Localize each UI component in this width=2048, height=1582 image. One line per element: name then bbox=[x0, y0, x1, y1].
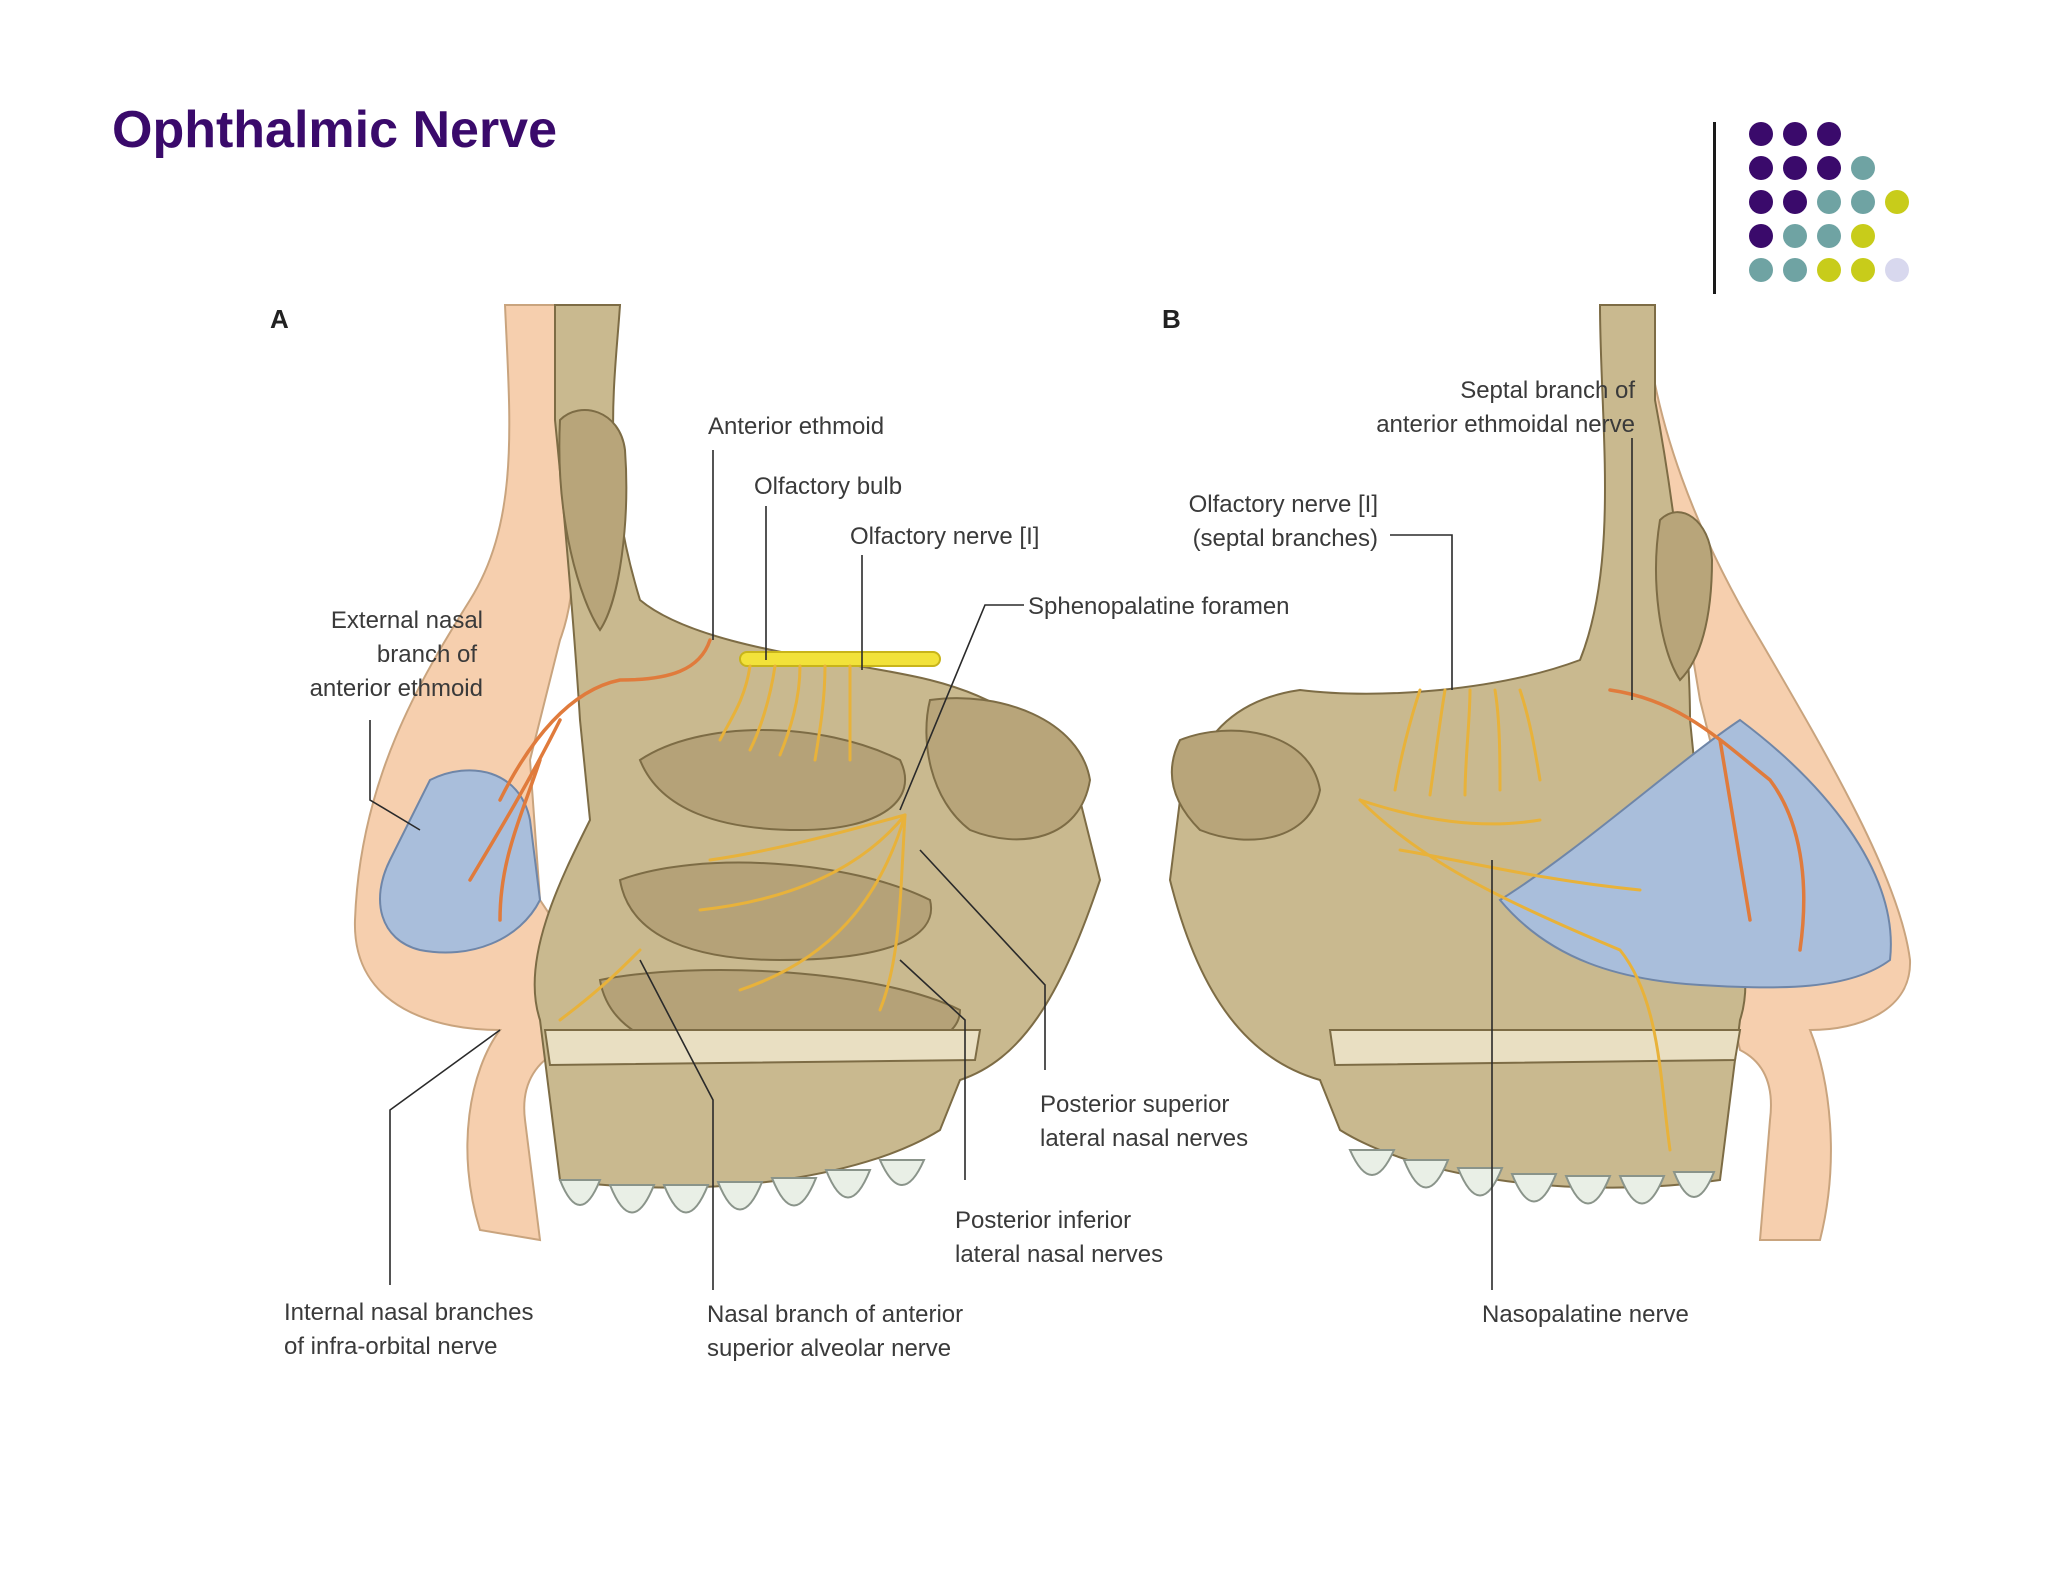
dot bbox=[1817, 156, 1841, 180]
panel-b-olfactory-septal-fibres bbox=[1393, 688, 1542, 797]
title-divider bbox=[1713, 122, 1716, 294]
label-nasal-branch-line1: Nasal branch of anterior bbox=[707, 1301, 963, 1328]
dot bbox=[1749, 156, 1773, 180]
panel-b-teeth bbox=[1348, 1149, 1716, 1205]
dot bbox=[1885, 190, 1909, 214]
dot bbox=[1851, 156, 1875, 180]
label-sphenopalatine-foramen: Sphenopalatine foramen bbox=[1028, 593, 1290, 620]
label-internal-nasal-line2: of infra-orbital nerve bbox=[284, 1333, 497, 1360]
panel-a-anterior-ethmoid-nerve bbox=[468, 638, 712, 922]
dot bbox=[1783, 122, 1807, 146]
panel-label-b: B bbox=[1162, 304, 1181, 334]
label-olfactory-nerve-a: Olfactory nerve [I] bbox=[850, 523, 1039, 550]
label-anterior-ethmoid: Anterior ethmoid bbox=[708, 413, 884, 440]
slide-title: Ophthalmic Nerve bbox=[112, 101, 558, 159]
panel-a-olfactory-fibres bbox=[718, 664, 852, 762]
label-external-nasal-line2: branch of bbox=[377, 641, 477, 668]
dot bbox=[1851, 258, 1875, 282]
panel-b-palate bbox=[1328, 1029, 1742, 1067]
panel-a-sphenoid bbox=[925, 697, 1092, 841]
panel-a-middle-turbinate bbox=[618, 861, 933, 962]
panel-label-a: A bbox=[270, 304, 289, 334]
panel-a-lateral-nasal-nerves bbox=[558, 813, 907, 1022]
dot bbox=[1851, 190, 1875, 214]
panel-b-septal-ethmoidal-nerve bbox=[1608, 688, 1806, 952]
label-post-sup-line2: lateral nasal nerves bbox=[1040, 1125, 1248, 1152]
dot bbox=[1817, 258, 1841, 282]
panel-a-teeth bbox=[558, 1159, 926, 1214]
label-septal-branch-line1: Septal branch of bbox=[1460, 377, 1635, 404]
dot bbox=[1817, 190, 1841, 214]
dot bbox=[1783, 156, 1807, 180]
figure-labels: A B Anterior ethmoid Olfactory bulb Olfa… bbox=[270, 304, 1689, 1362]
decorative-dot-grid bbox=[1749, 122, 1929, 297]
dot bbox=[1885, 258, 1909, 282]
leader-lines bbox=[369, 438, 1633, 1290]
dot bbox=[1749, 122, 1773, 146]
label-septal-branch-line2: anterior ethmoidal nerve bbox=[1376, 411, 1635, 438]
dot bbox=[1783, 258, 1807, 282]
panel-a-palate bbox=[543, 1029, 982, 1067]
dot bbox=[1783, 224, 1807, 248]
panel-a-olfactory-bulb bbox=[739, 651, 941, 667]
dot bbox=[1749, 190, 1773, 214]
panel-b-nasopalatine-nerve bbox=[1358, 798, 1672, 1152]
dot bbox=[1851, 224, 1875, 248]
dot bbox=[1783, 190, 1807, 214]
label-nasal-branch-line2: superior alveolar nerve bbox=[707, 1335, 951, 1362]
label-post-inf-line1: Posterior inferior bbox=[955, 1207, 1131, 1234]
panel-a-superior-turbinate bbox=[638, 729, 906, 832]
panel-b-frontal-sinus bbox=[1655, 511, 1714, 682]
label-post-sup-line1: Posterior superior bbox=[1040, 1091, 1229, 1118]
label-olfactory-septal-line2: (septal branches) bbox=[1193, 525, 1378, 552]
panel-b-illustration bbox=[1168, 304, 1912, 1241]
panel-b-sphenoid bbox=[1170, 729, 1322, 841]
label-internal-nasal-line1: Internal nasal branches bbox=[284, 1299, 534, 1326]
label-olfactory-bulb: Olfactory bulb bbox=[754, 473, 902, 500]
dot bbox=[1817, 224, 1841, 248]
panel-a-illustration bbox=[353, 304, 1102, 1242]
label-external-nasal-line3: anterior ethmoid bbox=[310, 675, 483, 702]
dot bbox=[1749, 258, 1773, 282]
dot bbox=[1749, 224, 1773, 248]
dot bbox=[1817, 122, 1841, 146]
label-nasopalatine: Nasopalatine nerve bbox=[1482, 1301, 1689, 1328]
label-olfactory-septal-line1: Olfactory nerve [I] bbox=[1189, 491, 1378, 518]
label-external-nasal-line1: External nasal bbox=[331, 607, 483, 634]
label-post-inf-line2: lateral nasal nerves bbox=[955, 1241, 1163, 1268]
panel-a-frontal-sinus bbox=[558, 409, 628, 632]
